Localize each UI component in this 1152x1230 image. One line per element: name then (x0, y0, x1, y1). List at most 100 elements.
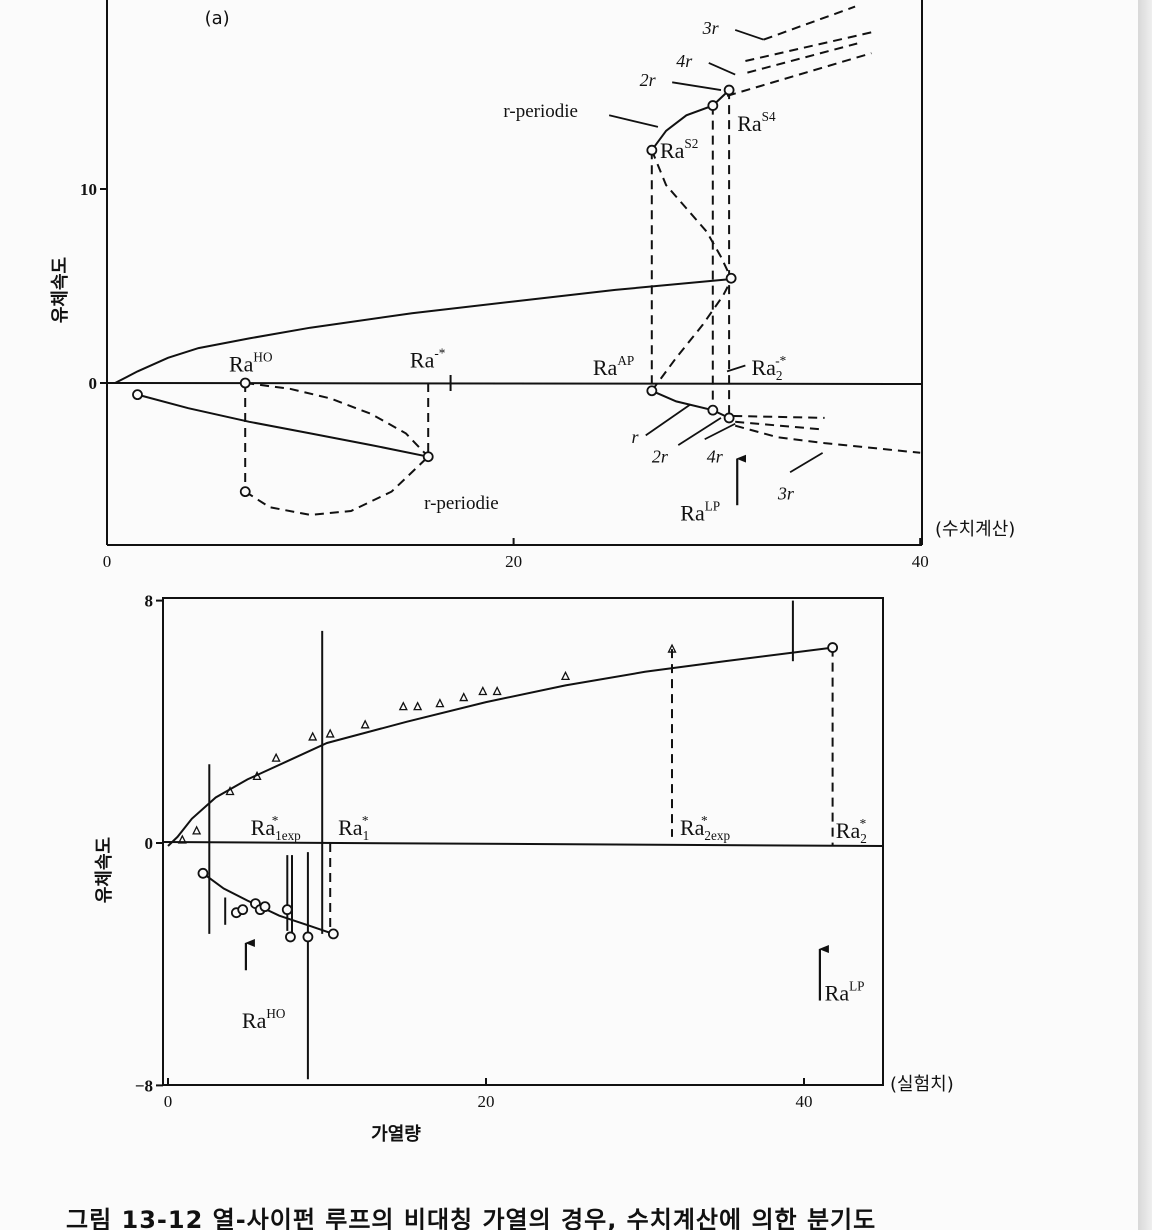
label-base: r (632, 427, 640, 447)
triangle-marker (271, 752, 281, 762)
circle-marker (422, 451, 434, 463)
data-source-note: (실험치) (890, 1074, 954, 1095)
data-source-note: (수치계산) (935, 519, 1015, 540)
label-superscript: -* (775, 353, 786, 368)
annotation-label: Ra2* (836, 816, 867, 846)
label-superscript: HO (266, 1006, 285, 1021)
annotation-label: Ra2exp* (680, 813, 730, 843)
annotation-label: RaS4 (737, 109, 776, 136)
label-superscript: LP (849, 979, 864, 994)
label-base: Ra (836, 818, 861, 843)
series-stable-upper (114, 278, 730, 384)
annotation-label: RaAP (593, 353, 634, 380)
triangle-marker (478, 686, 488, 696)
triangle-marker (667, 643, 677, 653)
annotation-label: Ra1exp* (251, 813, 301, 843)
label-base: r-periodie (503, 101, 578, 122)
label-base: 4r (707, 447, 724, 467)
annotation-label: (a) (205, 8, 230, 29)
series-unstable-s-upper (650, 149, 733, 279)
label-subscript: 1 (363, 828, 370, 843)
series-branch-3r-c (747, 42, 858, 74)
triangle-marker (398, 701, 408, 711)
x-tick-label: 40 (796, 1092, 813, 1111)
label-superscript: S2 (684, 136, 698, 151)
label-base: Ra (680, 815, 705, 840)
series-branch-3r-b (745, 30, 874, 62)
label-base: Ra (825, 981, 850, 1006)
circle-marker (239, 377, 251, 389)
x-axis-label: 가열량 (371, 1124, 421, 1145)
label-base: 2r (652, 447, 669, 467)
triangle-marker (360, 719, 370, 729)
label-superscript: AP (617, 353, 634, 368)
label-base: 3r (702, 18, 720, 38)
label-subscript: 2 (860, 831, 867, 846)
label-base: Ra (737, 111, 762, 136)
circle-marker (259, 901, 271, 913)
circle-marker (707, 404, 719, 416)
label-base: Ra (680, 501, 705, 526)
annotation-label: Ra-* (410, 345, 445, 372)
x-tick-label: 40 (912, 552, 929, 571)
label-superscript: -* (434, 345, 445, 360)
triangle-marker (435, 698, 445, 708)
y-tick-label: 10 (80, 180, 97, 199)
x-tick-label: 0 (164, 1092, 173, 1111)
leader-line (608, 114, 659, 128)
annotation-label: 4r (676, 51, 693, 71)
series-r-periodie-lower-lower (244, 455, 429, 516)
panel-a-zero-line (106, 382, 923, 385)
circle-marker (646, 144, 658, 156)
figure-caption: 그림 13-12 열-사이펀 루프의 비대칭 가열의 경우, 수치계산에 의한 … (66, 1206, 877, 1230)
leader-line (726, 364, 746, 373)
annotation-label: r-periodie (424, 493, 499, 514)
circle-marker (285, 931, 296, 943)
circle-marker (239, 486, 251, 498)
x-tick-label: 20 (478, 1092, 495, 1111)
triangle-marker (192, 825, 202, 835)
label-superscript: * (362, 813, 369, 828)
leader-line (704, 422, 736, 441)
annotation-label: 2r (652, 447, 669, 467)
annotation-label: RaHO (229, 349, 273, 376)
circle-marker (302, 931, 314, 943)
label-base: r-periodie (424, 493, 499, 514)
label-base: 2r (640, 70, 657, 90)
label-base: Ra (242, 1008, 267, 1033)
y-tick-label: 0 (89, 374, 98, 393)
series-branch-neg-a (733, 415, 825, 419)
y-tick-label: 8 (145, 592, 154, 611)
leader-line (677, 417, 722, 446)
label-subscript: 2 (776, 368, 783, 383)
annotation-label: r-periodie (503, 101, 578, 122)
panel-b-zero-line (162, 841, 884, 847)
label-base: Ra (410, 347, 435, 372)
series-r-periodie-negative (651, 389, 730, 419)
x-tick-label: 20 (505, 552, 522, 571)
circle-marker (725, 272, 737, 284)
annotation-label: 4r (707, 447, 724, 467)
series-fit-upper (167, 646, 833, 847)
circle-marker (723, 84, 735, 96)
annotation-label: Ra2-* (751, 353, 786, 383)
series-branch-3r-a (763, 5, 856, 41)
label-base: 4r (676, 51, 693, 71)
triangle-marker (413, 701, 423, 711)
annotation-label: 3r (777, 483, 795, 503)
label-base: Ra (338, 815, 363, 840)
triangle-marker (252, 770, 262, 780)
label-base: 3r (777, 483, 795, 503)
triangle-marker (177, 834, 187, 844)
panel-b-border (162, 597, 884, 1086)
annotation-label: 3r (702, 18, 720, 38)
y-tick-label: 0 (145, 834, 154, 853)
label-superscript: * (701, 813, 708, 828)
circle-marker (827, 642, 839, 653)
triangle-marker (560, 670, 571, 680)
label-superscript: * (860, 816, 867, 831)
series-r-periodie-lower-upper (245, 382, 429, 458)
